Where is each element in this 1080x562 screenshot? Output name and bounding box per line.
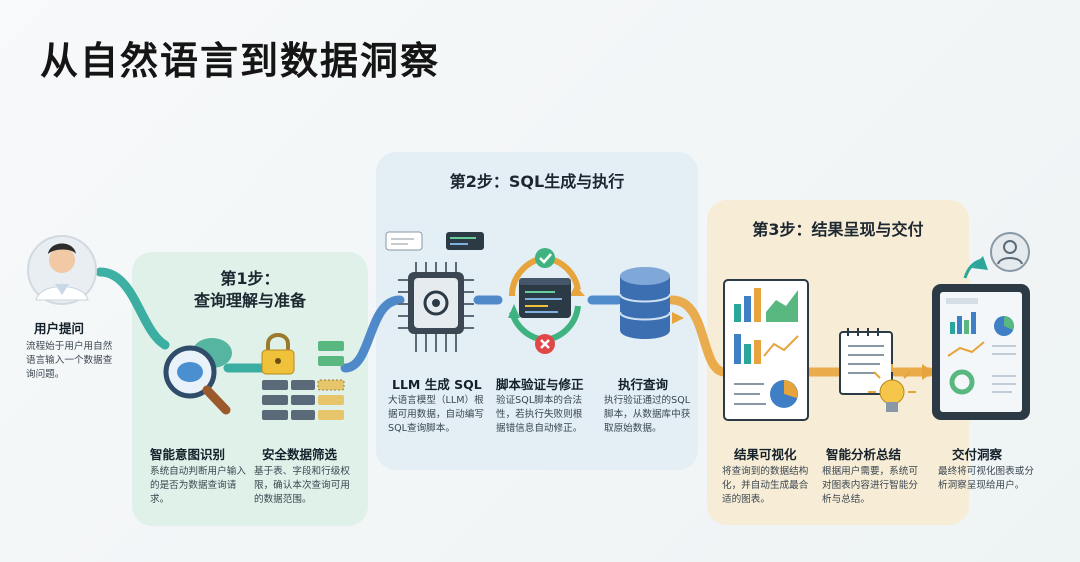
verify-label: 脚本验证与修正 — [496, 377, 584, 392]
analysis-desc: 根据用户需要，系统可对图表内容进行智能分析与总结。 — [822, 466, 918, 505]
flow-pipe — [95, 267, 935, 377]
notepad-icon — [839, 328, 893, 395]
database-icon — [619, 267, 671, 339]
user-question-desc: 流程始于用户用自然语言输入一个数据查询问题。 — [26, 341, 113, 380]
user-question-label: 用户提问 — [34, 321, 85, 336]
visual-label: 结果可视化 — [734, 447, 797, 462]
chart-report-icon — [723, 279, 809, 421]
step1-title: 第1步： 查询理解与准备 — [160, 268, 340, 312]
brain-magnifier-icon — [163, 338, 232, 415]
visual-desc: 将查询到的数据结构化，并自动生成最合适的图表。 — [722, 466, 809, 505]
cross-icon — [535, 334, 555, 354]
llm-desc: 大语言模型（LLM）根据可用数据，自动编写SQL查询脚本。 — [388, 395, 484, 434]
ai-chip-icon — [385, 231, 484, 352]
intent-label: 智能意图识别 — [150, 447, 226, 462]
deliver-label: 交付洞察 — [952, 447, 1003, 462]
analysis-label: 智能分析总结 — [826, 447, 902, 462]
filter-desc: 基于表、字段和行级权限，确认本次查询可用的数据范围。 — [254, 466, 350, 505]
step3-title: 第3步：结果呈现与交付 — [752, 220, 924, 239]
execute-desc: 执行验证通过的SQL脚本，从数据库中获取原始数据。 — [604, 395, 691, 434]
lightbulb-icon — [868, 364, 916, 412]
data-grid-icon — [262, 341, 345, 420]
user-avatar-icon — [27, 235, 97, 305]
step2-title: 第2步：SQL生成与执行 — [449, 172, 625, 191]
step1-title-line1: 第1步： — [220, 269, 280, 288]
step1-title-line2: 查询理解与准备 — [193, 291, 306, 310]
check-icon — [535, 248, 555, 268]
code-window-icon — [519, 278, 571, 318]
verify-desc: 验证SQL脚本的合法性，若执行失败则根据错信息自动修正。 — [496, 395, 583, 434]
intent-desc: 系统自动判断用户输入的是否为数据查询请求。 — [150, 466, 246, 505]
lock-icon — [261, 333, 295, 375]
execute-label: 执行查询 — [618, 377, 669, 392]
filter-label: 安全数据筛选 — [262, 447, 338, 462]
llm-label: LLM 生成 SQL — [392, 377, 482, 392]
page-title: 从自然语言到数据洞察 — [40, 39, 441, 83]
user-icon — [990, 232, 1030, 272]
tablet-dashboard-icon — [932, 284, 1030, 420]
deliver-desc: 最终将可视化图表或分析洞察呈现给用户。 — [938, 466, 1034, 491]
